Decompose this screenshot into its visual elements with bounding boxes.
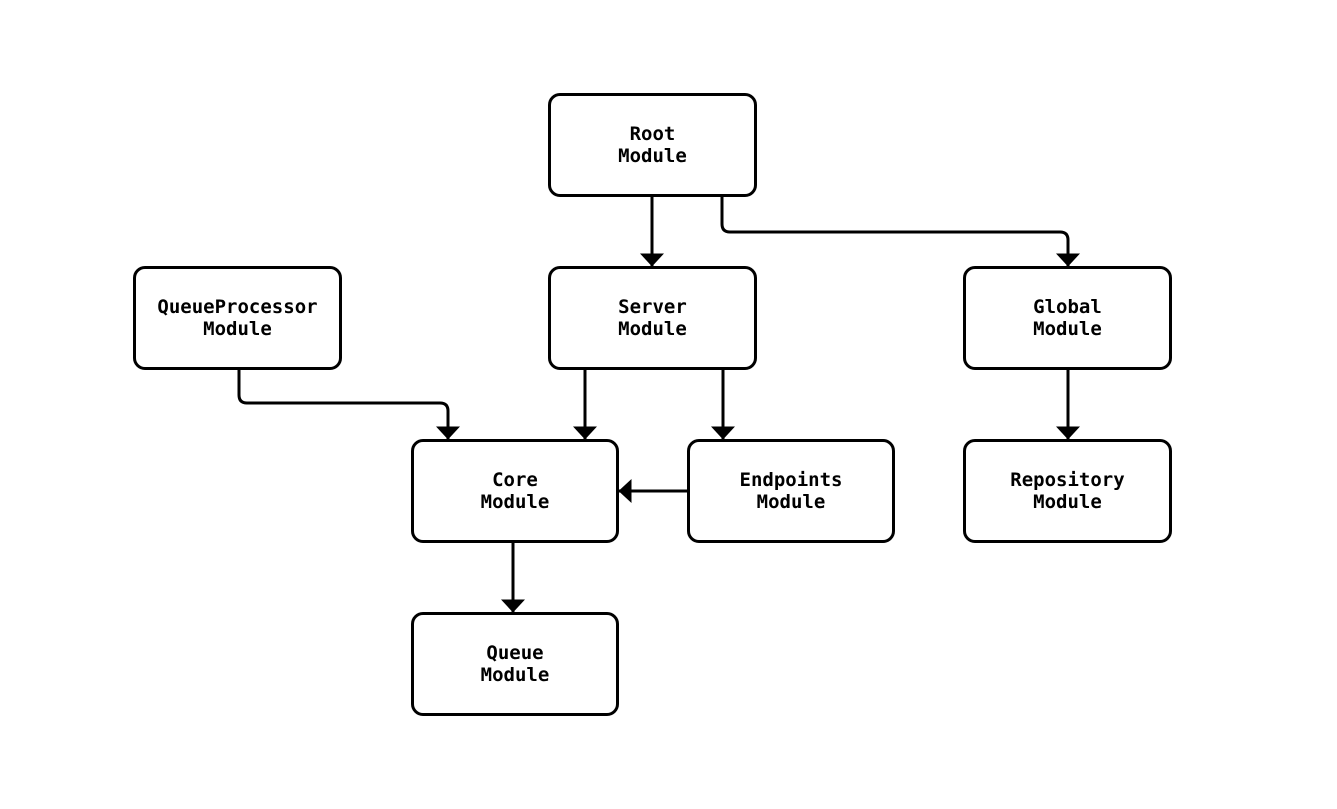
node-queue-module: Queue Module	[411, 612, 619, 716]
node-label: Core Module	[480, 469, 550, 513]
node-label: Server Module	[618, 296, 687, 340]
node-root-module: Root Module	[548, 93, 757, 197]
node-repository-module: Repository Module	[963, 439, 1172, 543]
node-queueprocessor-module: QueueProcessor Module	[133, 266, 342, 370]
node-server-module: Server Module	[548, 266, 757, 370]
node-label: Endpoints Module	[739, 469, 843, 513]
node-label: Repository Module	[1010, 469, 1125, 513]
node-endpoints-module: Endpoints Module	[687, 439, 895, 543]
node-label: Global Module	[1033, 296, 1102, 340]
node-label: Root Module	[618, 123, 687, 167]
node-global-module: Global Module	[963, 266, 1172, 370]
edge-root-to-global	[720, 197, 1080, 267]
node-label: Queue Module	[480, 642, 550, 686]
node-core-module: Core Module	[411, 439, 619, 543]
node-label: QueueProcessor Module	[157, 296, 318, 340]
edge-queueprocessor-to-core	[237, 370, 460, 440]
